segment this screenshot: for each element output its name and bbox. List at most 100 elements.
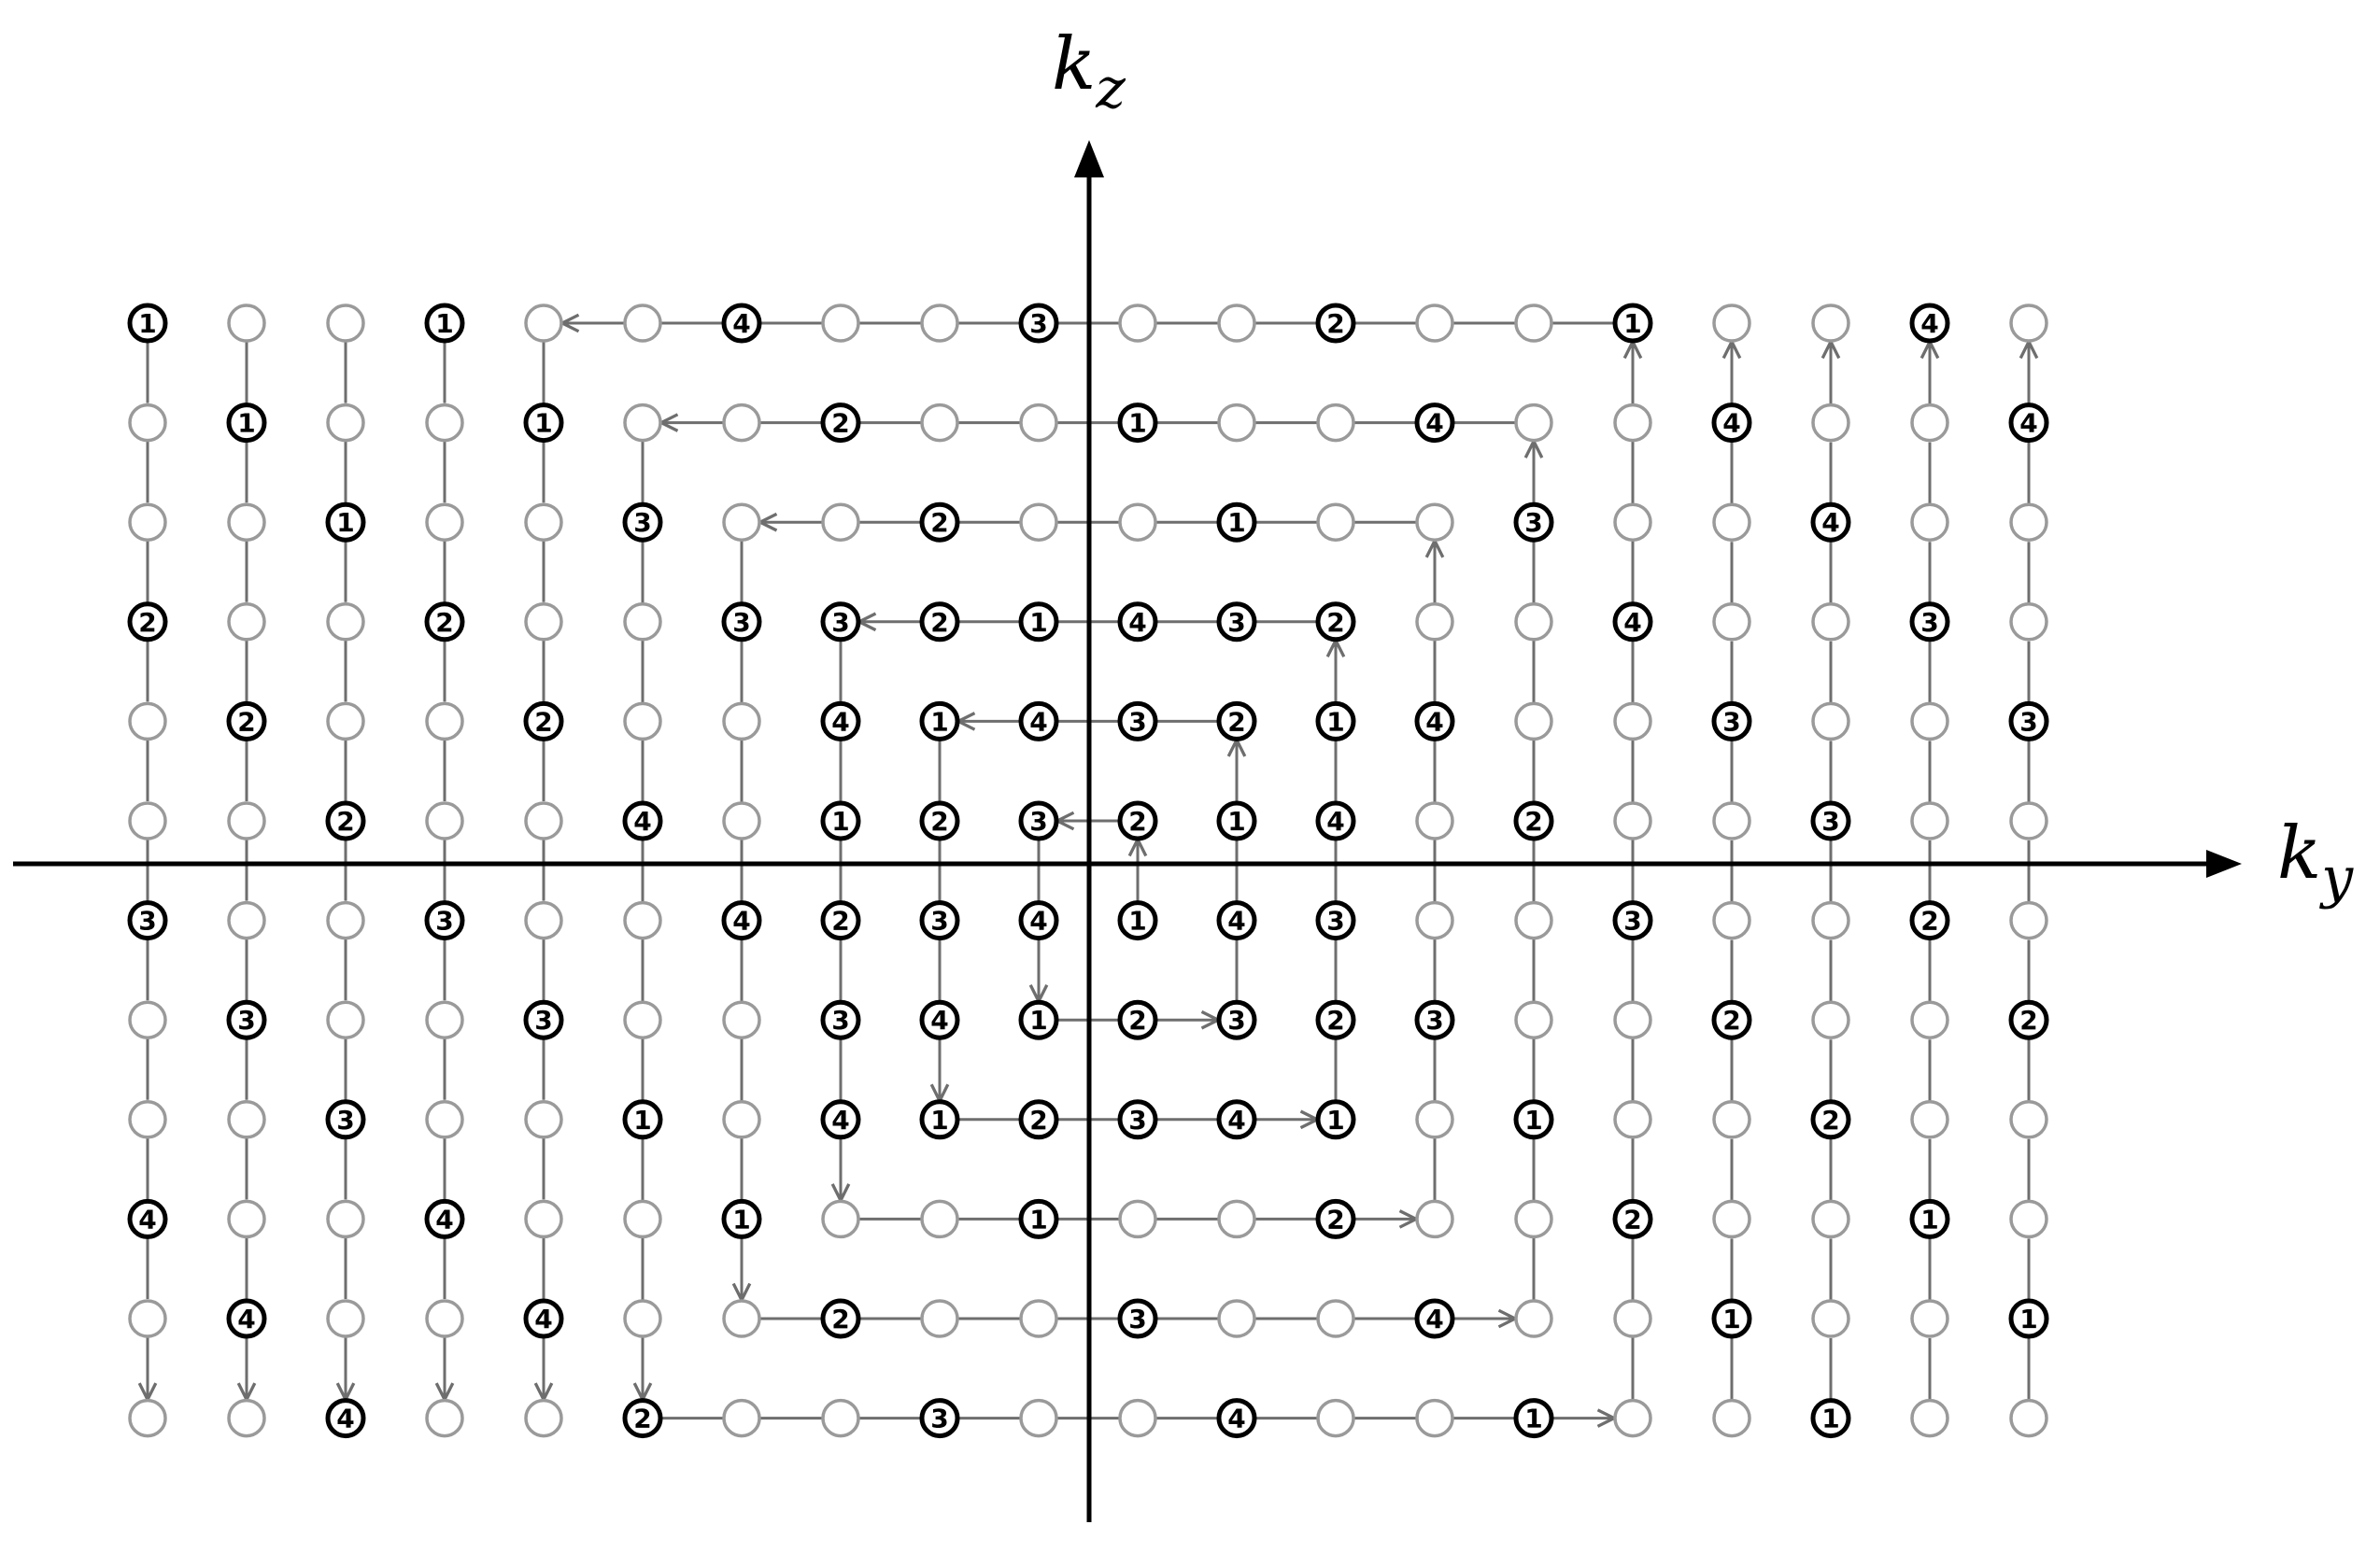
sample-node-labeled: 4 xyxy=(424,1198,465,1239)
node-circle xyxy=(1018,900,1059,941)
node-circle xyxy=(919,700,960,741)
node-circle xyxy=(1019,502,1058,542)
node-circle xyxy=(919,800,960,841)
node-circle xyxy=(1414,999,1455,1040)
node-label: 2 xyxy=(831,408,849,439)
node-circle xyxy=(623,1199,662,1239)
node-label: 4 xyxy=(1128,607,1146,638)
node-circle xyxy=(226,402,267,444)
node-circle xyxy=(1613,1299,1652,1338)
sample-node xyxy=(1019,402,1058,443)
sample-node-labeled: 3 xyxy=(1018,800,1059,841)
node-label: 1 xyxy=(1722,1304,1740,1334)
node-circle xyxy=(622,1099,663,1140)
sample-node-labeled: 4 xyxy=(820,700,861,741)
sample-node-labeled: 2 xyxy=(820,1298,861,1339)
sample-node-labeled: 1 xyxy=(325,501,366,543)
sample-node-labeled: 4 xyxy=(1018,900,1059,941)
node-circle xyxy=(425,1299,464,1338)
node-label: 3 xyxy=(1821,806,1839,837)
node-circle xyxy=(1712,801,1751,840)
node-circle xyxy=(1216,999,1257,1040)
sample-node xyxy=(524,801,563,840)
node-label: 2 xyxy=(1623,1204,1641,1235)
sample-node xyxy=(2009,502,2048,542)
node-circle xyxy=(227,502,266,542)
node-circle xyxy=(623,304,662,343)
sample-node-labeled: 1 xyxy=(1612,303,1653,344)
node-circle xyxy=(1315,999,1356,1040)
sample-node-labeled: 3 xyxy=(1612,900,1653,941)
node-circle xyxy=(524,900,563,940)
sample-node-labeled: 1 xyxy=(1315,1099,1356,1140)
node-label: 1 xyxy=(1821,1404,1839,1434)
node-circle xyxy=(1613,701,1652,741)
node-label: 4 xyxy=(2019,408,2037,439)
node-circle xyxy=(1117,601,1158,642)
node-circle xyxy=(1612,601,1653,642)
node-circle xyxy=(325,800,366,841)
node-circle xyxy=(524,602,563,642)
sample-node xyxy=(1118,1398,1157,1438)
node-circle xyxy=(1316,402,1355,443)
node-label: 4 xyxy=(1326,806,1344,837)
node-circle xyxy=(523,999,564,1040)
node-circle xyxy=(127,900,168,941)
node-label: 1 xyxy=(2019,1304,2037,1334)
node-circle xyxy=(1117,900,1158,941)
node-circle xyxy=(1117,700,1158,741)
node-circle xyxy=(1910,502,1949,542)
sample-node xyxy=(1514,402,1553,443)
node-circle xyxy=(1513,1398,1554,1439)
node-circle xyxy=(2008,402,2049,444)
sample-node-labeled: 3 xyxy=(226,999,267,1040)
node-circle xyxy=(326,1000,365,1039)
node-label: 1 xyxy=(1524,1404,1542,1434)
sample-node-labeled: 1 xyxy=(622,1099,663,1140)
node-circle xyxy=(623,602,662,642)
node-circle xyxy=(622,501,663,543)
sample-node-labeled: 1 xyxy=(424,303,465,344)
node-label: 2 xyxy=(1722,1005,1740,1036)
node-circle xyxy=(1415,1398,1454,1438)
sample-node xyxy=(425,1000,464,1039)
sample-node-labeled: 3 xyxy=(1711,700,1752,741)
node-circle xyxy=(1415,304,1454,343)
sample-node-labeled: 1 xyxy=(1513,1099,1554,1140)
sample-node-labeled: 1 xyxy=(1711,1298,1752,1339)
node-label: 3 xyxy=(1524,507,1542,538)
sample-node xyxy=(920,1199,959,1239)
node-circle xyxy=(226,700,267,741)
sample-node xyxy=(326,701,365,741)
node-circle xyxy=(1415,602,1454,642)
node-circle xyxy=(425,502,464,542)
node-circle xyxy=(623,900,662,940)
node-circle xyxy=(1712,1100,1751,1139)
node-circle xyxy=(1811,602,1850,642)
node-label: 2 xyxy=(138,607,156,638)
node-label: 2 xyxy=(831,1304,849,1334)
node-circle xyxy=(821,1398,860,1438)
node-label: 1 xyxy=(435,308,453,339)
sample-node xyxy=(1514,1299,1553,1338)
sample-node xyxy=(326,602,365,642)
sample-node xyxy=(425,1398,464,1438)
sample-node-labeled: 1 xyxy=(1216,501,1257,543)
node-circle xyxy=(1216,1398,1257,1439)
sample-node xyxy=(920,402,959,443)
node-circle xyxy=(820,700,861,741)
sample-node-labeled: 3 xyxy=(721,601,762,642)
node-circle xyxy=(920,402,959,443)
node-circle xyxy=(1514,900,1553,940)
node-label: 2 xyxy=(1920,906,1938,937)
sample-node xyxy=(1712,1398,1751,1438)
node-circle xyxy=(920,1199,959,1239)
node-circle xyxy=(1712,304,1751,343)
node-circle xyxy=(1909,1198,1950,1239)
sample-node-labeled: 4 xyxy=(127,1198,168,1239)
sample-node xyxy=(623,900,662,940)
node-circle xyxy=(1315,700,1356,741)
sample-node xyxy=(2009,1199,2048,1239)
sample-node-labeled: 1 xyxy=(820,800,861,841)
sample-node xyxy=(722,502,761,542)
